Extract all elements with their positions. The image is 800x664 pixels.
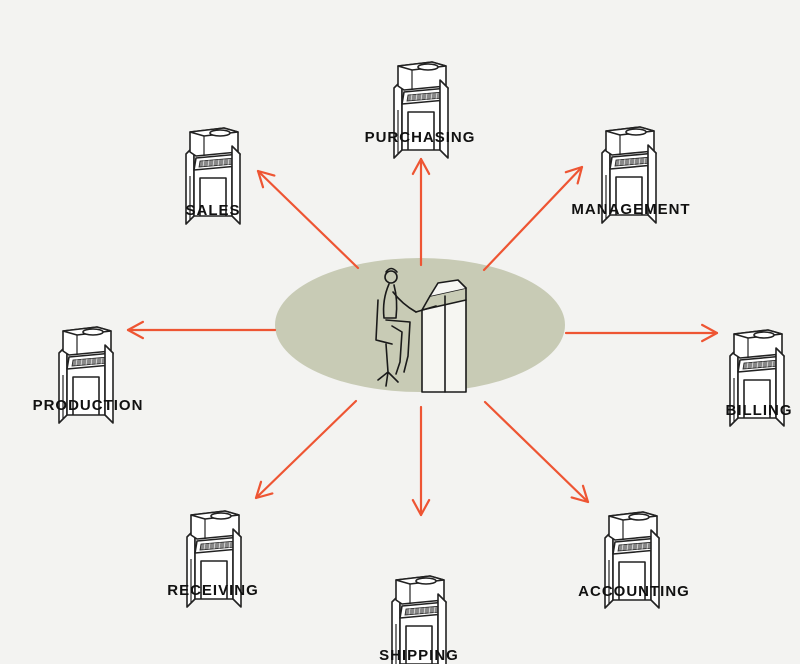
label-management: MANAGEMENT [571, 201, 691, 218]
terminal-sales-icon [185, 127, 241, 225]
label-billing: BILLING [725, 402, 793, 419]
label-sales: SALES [185, 202, 241, 219]
terminal-management-icon [601, 126, 657, 224]
terminal-shipping-icon [391, 575, 447, 664]
terminal-receiving-icon [186, 510, 242, 608]
terminal-accounting-icon [604, 511, 660, 609]
hub-ellipse [275, 258, 565, 392]
label-purchasing: PURCHASING [364, 129, 476, 146]
terminal-purchasing-icon [393, 61, 449, 159]
label-accounting: ACCOUNTING [578, 583, 690, 600]
arrow-to-shipping [411, 405, 431, 517]
terminal-billing-icon [729, 329, 785, 427]
label-shipping: SHIPPING [379, 647, 459, 664]
terminal-production-icon [58, 326, 114, 424]
label-production: PRODUCTION [32, 397, 144, 414]
operator-at-terminal-icon [375, 267, 467, 393]
arrow-to-purchasing [411, 157, 431, 267]
arrow-to-billing [564, 323, 719, 343]
label-receiving: RECEIVING [167, 582, 259, 599]
arrow-to-management [482, 165, 584, 272]
arrow-to-receiving [254, 399, 358, 500]
arrow-to-accounting [483, 400, 590, 504]
arrow-to-sales [256, 169, 360, 270]
arrow-to-production [126, 320, 277, 340]
